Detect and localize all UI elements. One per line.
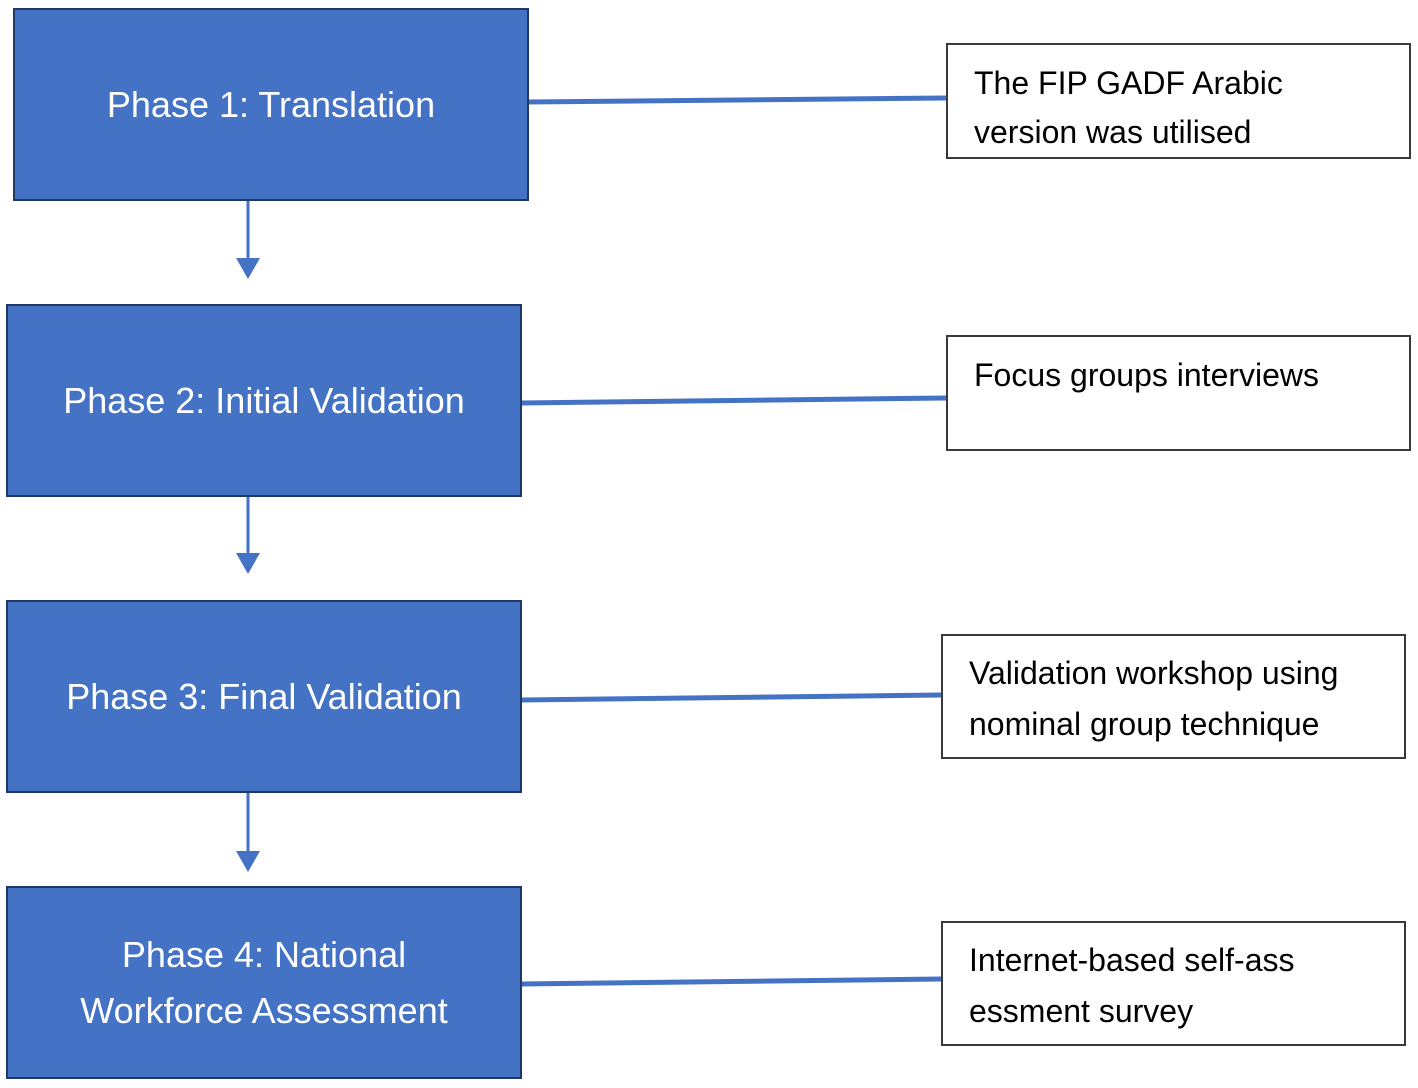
phase-3-box: Phase 3: Final Validation [6, 600, 522, 793]
phase-2-label: Phase 2: Initial Validation [63, 379, 465, 421]
phase-1-note-connector [527, 95, 947, 105]
phase-1-note-box: The FIP GADF Arabic version was utilised [946, 43, 1411, 159]
phase-2-note-box: Focus groups interviews [946, 335, 1411, 451]
phase-4-box: Phase 4: National Workforce Assessment [6, 886, 522, 1079]
phase-1-box: Phase 1: Translation [13, 8, 529, 201]
arrow-phase-1-to-2 [236, 200, 260, 279]
phase-3-note-text: Validation workshop using nominal group … [969, 655, 1339, 742]
phase-3-note-connector [520, 692, 942, 703]
phase-4-label: Phase 4: National Workforce Assessment [80, 933, 448, 1031]
phase-4-note-box: Internet-based self-assessment survey [941, 921, 1406, 1046]
phase-1-note-text: The FIP GADF Arabic version was utilised [974, 65, 1283, 150]
phase-3-label: Phase 3: Final Validation [66, 675, 462, 717]
phase-2-note-connector [520, 395, 947, 406]
phase-2-note-text: Focus groups interviews [974, 357, 1320, 393]
phase-3-note-box: Validation workshop using nominal group … [941, 634, 1406, 759]
phase-4-note-text: Internet-based self-assessment survey [969, 942, 1295, 1029]
phase-1-label: Phase 1: Translation [106, 83, 436, 125]
phase-4-note-connector [520, 976, 942, 987]
phase-2-box: Phase 2: Initial Validation [6, 304, 522, 497]
arrow-phase-2-to-3 [236, 496, 260, 574]
arrow-phase-3-to-4 [236, 792, 260, 872]
